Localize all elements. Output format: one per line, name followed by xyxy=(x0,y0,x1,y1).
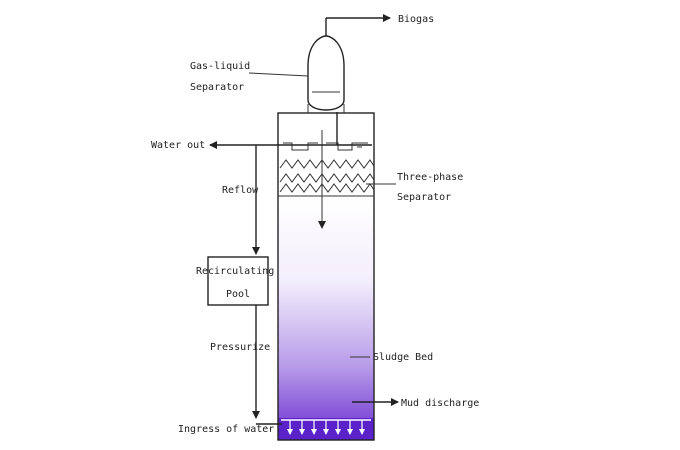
three-phase-separator xyxy=(278,159,375,197)
sludge-bed-label: Sludge Bed xyxy=(373,352,433,363)
pressurize-line xyxy=(252,305,282,425)
pressurize-label: Pressurize xyxy=(210,342,270,353)
pool-label: Pool xyxy=(226,289,250,300)
overflow-weir xyxy=(283,142,368,151)
mud-discharge-label: Mud discharge xyxy=(401,398,479,409)
three-phase-label-2: Separator xyxy=(397,192,451,203)
gas-liquid-leader xyxy=(248,72,309,77)
gas-liquid-label-2: Separator xyxy=(190,82,244,93)
ingress-of-water-label: Ingress of water xyxy=(178,424,274,435)
reflow-label: Reflow xyxy=(222,185,259,196)
water-out-label: Water out xyxy=(151,140,205,151)
gas-liquid-separator xyxy=(307,35,345,113)
recirculating-pool-box xyxy=(207,256,269,306)
gas-liquid-label-1: Gas-liquid xyxy=(190,61,250,72)
inflow-distribution-arrows xyxy=(281,419,371,435)
biogas-line xyxy=(318,14,391,229)
three-phase-label-1: Three-phase xyxy=(397,172,463,183)
biogas-label: Biogas xyxy=(398,14,434,25)
recirculating-label: Recirculating xyxy=(196,266,274,277)
